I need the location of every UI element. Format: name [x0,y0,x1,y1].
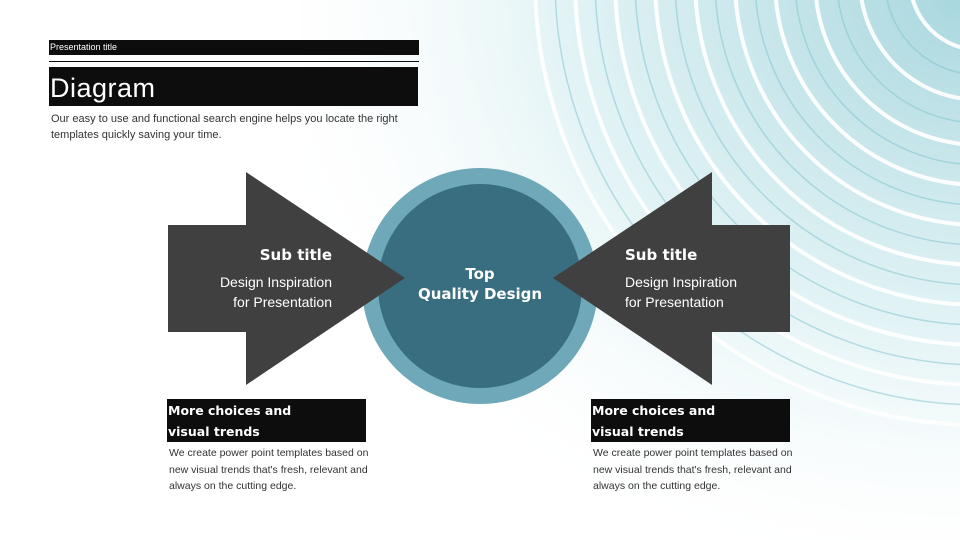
presentation-title: Presentation title [49,40,419,55]
right-box-title: More choices and visual trends [591,399,790,442]
left-box-title-line2: visual trends [168,424,260,439]
center-label-line2: Quality Design [417,285,543,303]
right-sub-title: Sub title [625,246,698,264]
right-sub-desc-line2: for Presentation [625,294,724,310]
right-arrow-text: Sub title Design Inspiration for Present… [625,245,775,312]
title-divider [49,61,419,62]
page-title: Diagram [49,67,418,106]
right-box-body: We create power point templates based on… [593,447,793,492]
left-sub-desc-line1: Design Inspiration [219,274,332,290]
right-sub-desc-line1: Design Inspiration [625,274,738,290]
right-sub-desc: Design Inspiration for Presentation [625,272,775,312]
left-box-body: We create power point templates based on… [169,447,369,492]
center-circle-inner [378,184,582,388]
left-box-title: More choices and visual trends [167,399,366,442]
right-box-title-line1: More choices and [592,403,716,418]
right-arrow-shape [553,172,790,385]
center-label-line1: Top [465,265,495,283]
left-sub-desc: Design Inspiration for Presentation [190,272,332,312]
left-box-title-line1: More choices and [168,403,292,418]
left-sub-desc-line2: for Presentation [233,294,332,310]
left-arrow-text: Sub title Design Inspiration for Present… [190,245,332,312]
right-box-title-line2: visual trends [592,424,684,439]
center-label: Top Quality Design [400,264,560,304]
page-description: Our easy to use and functional search en… [51,113,398,141]
left-arrow-shape [168,172,405,385]
left-sub-title: Sub title [259,246,332,264]
